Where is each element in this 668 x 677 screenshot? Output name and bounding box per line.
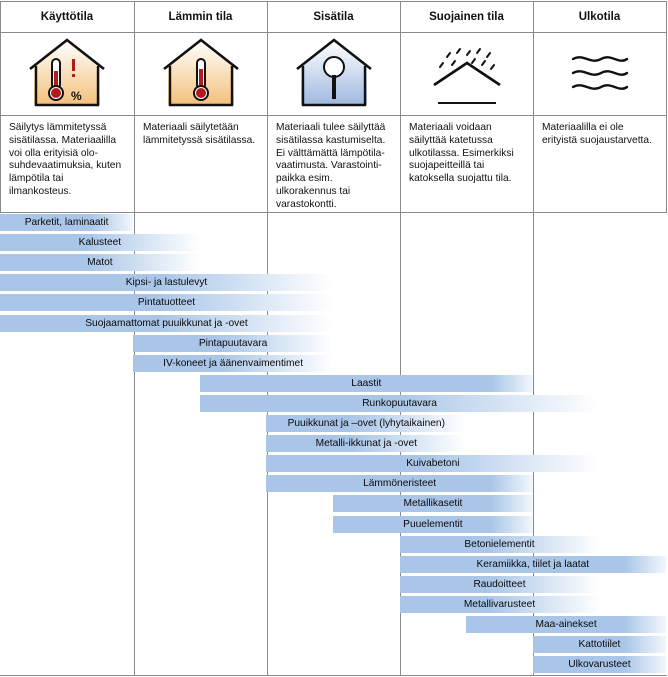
material-bar: Raudoitteet	[399, 575, 600, 593]
heated-house-humidity-icon: %	[0, 33, 134, 113]
material-bar: Lämmöneristeet	[266, 475, 533, 493]
grid-line	[666, 1, 667, 212]
material-bar: Kipsi- ja lastulevyt	[0, 274, 333, 292]
material-bar: Pintapuutavara	[133, 334, 333, 352]
column-description-kayttotila: Säilytys lämmitetyssä sisätilassa. Mater…	[9, 122, 122, 197]
column-header-ulkotila: Ulkotila	[578, 11, 621, 23]
grid-line	[0, 1, 667, 2]
material-bar: Metallivarusteet	[399, 595, 600, 613]
material-bar: Runkopuutavara	[199, 394, 600, 412]
roof-shelter-rain-icon	[400, 33, 533, 113]
material-bar: Betonielementit	[399, 535, 600, 553]
grid-line	[400, 1, 401, 676]
grid-line	[0, 212, 667, 213]
heated-house-thermometer-icon	[134, 33, 267, 113]
material-bar: Ulkovarusteet	[532, 656, 666, 674]
material-bar: Kattotiilet	[532, 636, 666, 654]
svg-text:%: %	[71, 89, 82, 103]
column-header-lammin-tila: Lämmin tila	[168, 11, 233, 23]
column-description-suojainen-tila: Materiaali voidaan säilyttää katetussa u…	[409, 122, 514, 185]
material-bar: Maa-ainekset	[466, 616, 666, 633]
column-header-suojainen-tila: Suojainen tila	[429, 11, 504, 23]
grid-line	[0, 675, 667, 676]
material-bar: Keramiikka, tiilet ja laatat	[399, 555, 666, 573]
column-header-kayttotila: Käyttötila	[40, 11, 94, 23]
column-description-ulkotila: Materiaalilla ei ole erityistä suojausta…	[542, 122, 652, 146]
grid-line	[0, 1, 1, 212]
material-bar: Laastit	[199, 374, 533, 392]
unheated-house-thermometer-icon	[267, 33, 400, 113]
material-bar: Kalusteet	[0, 234, 200, 252]
material-bar: Matot	[0, 254, 200, 272]
material-bar: Puuikkunat ja –ovet (lyhytaikainen)	[266, 415, 467, 432]
grid-line	[0, 32, 667, 33]
material-bar: Parketit, laminaatit	[0, 214, 134, 231]
outdoor-wind-icon	[533, 33, 666, 113]
material-bar: IV-koneet ja äänenvaimentimet	[133, 354, 333, 372]
column-header-sisatila: Sisätila	[313, 11, 354, 23]
grid-line	[0, 115, 667, 116]
grid-line	[533, 1, 534, 676]
material-bar: Suojaamattomat puuikkunat ja -ovet	[0, 314, 333, 332]
material-bar: Puuelementit	[333, 515, 533, 533]
material-bar: Pintatuotteet	[0, 294, 333, 312]
material-bar: Metalli-ikkunat ja -ovet	[266, 435, 467, 453]
material-bar: Metallikasetit	[333, 495, 533, 513]
column-description-sisatila: Materiaali tulee säilyttää sisätilassa k…	[276, 122, 386, 210]
column-description-lammin-tila: Materiaali säilytetään lämmitetyssä sisä…	[143, 122, 256, 146]
material-bar: Kuivabetoni	[266, 455, 600, 473]
